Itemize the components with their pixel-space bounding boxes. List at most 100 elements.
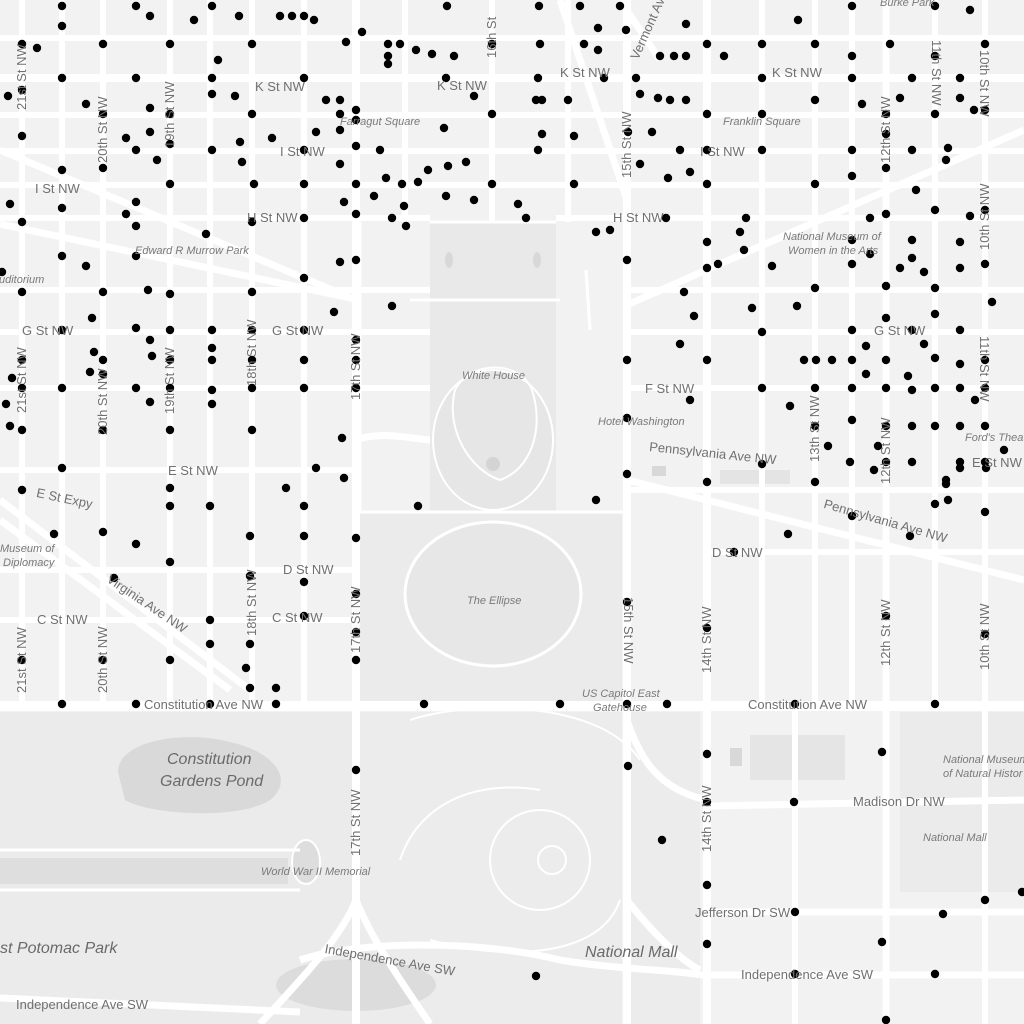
location-marker[interactable]: [165, 179, 175, 189]
location-marker[interactable]: [487, 39, 497, 49]
location-marker[interactable]: [397, 179, 407, 189]
location-marker[interactable]: [0, 267, 7, 277]
location-marker[interactable]: [955, 457, 965, 467]
location-marker[interactable]: [98, 39, 108, 49]
location-marker[interactable]: [351, 589, 361, 599]
location-marker[interactable]: [757, 109, 767, 119]
location-marker[interactable]: [469, 91, 479, 101]
location-marker[interactable]: [329, 307, 339, 317]
location-marker[interactable]: [57, 325, 67, 335]
location-marker[interactable]: [895, 263, 905, 273]
location-marker[interactable]: [521, 213, 531, 223]
location-marker[interactable]: [533, 73, 543, 83]
location-marker[interactable]: [579, 39, 589, 49]
location-marker[interactable]: [351, 105, 361, 115]
location-marker[interactable]: [865, 213, 875, 223]
location-marker[interactable]: [1017, 887, 1024, 897]
location-marker[interactable]: [847, 51, 857, 61]
location-marker[interactable]: [702, 939, 712, 949]
location-marker[interactable]: [57, 1, 67, 11]
location-marker[interactable]: [247, 325, 257, 335]
location-marker[interactable]: [757, 145, 767, 155]
location-marker[interactable]: [980, 383, 990, 393]
location-marker[interactable]: [681, 51, 691, 61]
location-marker[interactable]: [299, 145, 309, 155]
location-marker[interactable]: [351, 179, 361, 189]
location-marker[interactable]: [207, 355, 217, 365]
location-marker[interactable]: [593, 45, 603, 55]
location-marker[interactable]: [235, 137, 245, 147]
location-marker[interactable]: [877, 747, 887, 757]
location-marker[interactable]: [981, 463, 991, 473]
location-marker[interactable]: [321, 95, 331, 105]
location-marker[interactable]: [165, 39, 175, 49]
location-marker[interactable]: [911, 185, 921, 195]
location-marker[interactable]: [790, 969, 800, 979]
location-marker[interactable]: [907, 421, 917, 431]
location-marker[interactable]: [757, 73, 767, 83]
location-marker[interactable]: [955, 383, 965, 393]
location-marker[interactable]: [847, 1, 857, 11]
location-marker[interactable]: [442, 1, 452, 11]
location-marker[interactable]: [121, 209, 131, 219]
location-marker[interactable]: [847, 355, 857, 365]
location-marker[interactable]: [207, 325, 217, 335]
location-marker[interactable]: [487, 109, 497, 119]
location-marker[interactable]: [665, 95, 675, 105]
location-marker[interactable]: [881, 421, 891, 431]
location-marker[interactable]: [702, 179, 712, 189]
location-marker[interactable]: [17, 655, 27, 665]
location-marker[interactable]: [681, 95, 691, 105]
location-marker[interactable]: [98, 109, 108, 119]
location-marker[interactable]: [635, 89, 645, 99]
location-marker[interactable]: [930, 969, 940, 979]
location-marker[interactable]: [131, 323, 141, 333]
location-marker[interactable]: [57, 699, 67, 709]
location-marker[interactable]: [955, 325, 965, 335]
location-marker[interactable]: [881, 383, 891, 393]
location-marker[interactable]: [919, 339, 929, 349]
location-marker[interactable]: [810, 179, 820, 189]
location-marker[interactable]: [311, 463, 321, 473]
location-marker[interactable]: [757, 327, 767, 337]
location-marker[interactable]: [847, 511, 857, 521]
location-marker[interactable]: [702, 109, 712, 119]
location-marker[interactable]: [441, 191, 451, 201]
location-marker[interactable]: [970, 395, 980, 405]
location-marker[interactable]: [599, 73, 609, 83]
location-marker[interactable]: [980, 355, 990, 365]
location-marker[interactable]: [81, 99, 91, 109]
location-marker[interactable]: [869, 465, 879, 475]
location-marker[interactable]: [281, 483, 291, 493]
location-marker[interactable]: [375, 145, 385, 155]
location-marker[interactable]: [930, 383, 940, 393]
location-marker[interactable]: [201, 229, 211, 239]
location-marker[interactable]: [351, 533, 361, 543]
location-marker[interactable]: [881, 281, 891, 291]
location-marker[interactable]: [943, 495, 953, 505]
location-marker[interactable]: [885, 39, 895, 49]
location-marker[interactable]: [98, 655, 108, 665]
location-marker[interactable]: [810, 421, 820, 431]
location-marker[interactable]: [213, 55, 223, 65]
location-marker[interactable]: [930, 421, 940, 431]
location-marker[interactable]: [98, 163, 108, 173]
location-marker[interactable]: [631, 73, 641, 83]
location-marker[interactable]: [702, 749, 712, 759]
location-marker[interactable]: [941, 479, 951, 489]
location-marker[interactable]: [469, 195, 479, 205]
location-marker[interactable]: [907, 325, 917, 335]
location-marker[interactable]: [189, 15, 199, 25]
location-marker[interactable]: [679, 287, 689, 297]
location-marker[interactable]: [713, 259, 723, 269]
location-marker[interactable]: [247, 355, 257, 365]
location-marker[interactable]: [351, 115, 361, 125]
location-marker[interactable]: [413, 177, 423, 187]
location-marker[interactable]: [351, 141, 361, 151]
location-marker[interactable]: [335, 257, 345, 267]
location-marker[interactable]: [387, 301, 397, 311]
location-marker[interactable]: [413, 501, 423, 511]
location-marker[interactable]: [881, 611, 891, 621]
location-marker[interactable]: [895, 93, 905, 103]
